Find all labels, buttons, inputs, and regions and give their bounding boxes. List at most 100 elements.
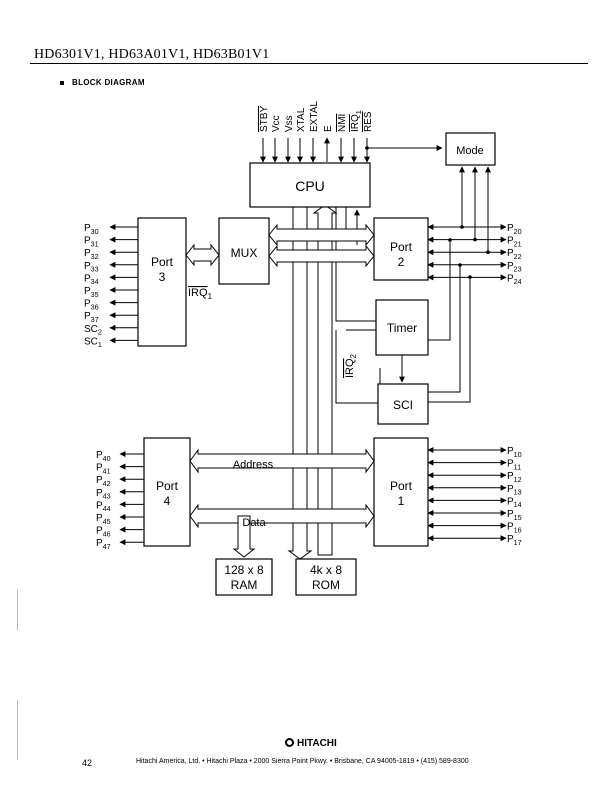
port2-label: Port [390, 240, 413, 254]
port3-label: Port [151, 255, 174, 269]
port2-pin-label: P21 [507, 236, 522, 249]
ram-label: RAM [231, 578, 258, 592]
port1-block [373, 437, 429, 547]
bullet-icon [60, 80, 64, 85]
port3-pin-label: P30 [84, 223, 99, 236]
data-bus [189, 503, 375, 529]
port3-pin-label: P36 [84, 299, 99, 312]
cpu-timer-line [335, 207, 376, 322]
port4-block [143, 437, 191, 547]
section-heading-text: BLOCK DIAGRAM [72, 78, 145, 87]
port4-pin-label: P44 [96, 500, 111, 513]
ram-block [215, 558, 273, 596]
port3-pin-label: SC1 [84, 336, 102, 349]
sci-label: SCI [393, 398, 413, 412]
port1-pin-label: P11 [507, 459, 521, 472]
ram-label-size: 128 x 8 [224, 563, 264, 577]
port1-label: Port [390, 479, 413, 493]
port3-pin-label: P33 [84, 261, 99, 274]
port3-pin-label: P35 [84, 286, 99, 299]
cpu-address-bus [287, 206, 313, 560]
port4-pin-label: P40 [96, 450, 111, 463]
port1-pin-label: P15 [507, 509, 522, 522]
port3-block [137, 217, 187, 347]
port2-pin-label: P24 [507, 273, 522, 286]
mode-label: Mode [456, 145, 484, 157]
port3-pin-label: SC2 [84, 324, 102, 337]
port2-pin-label: P20 [507, 223, 522, 236]
signal-label-extal: EXTAL [309, 101, 320, 132]
junction-dot [458, 263, 462, 267]
footer-brand: HITACHI [297, 738, 337, 749]
signal-label-stby: STBY [259, 106, 270, 132]
signal-label-xtal: XTAL [296, 107, 307, 132]
footer-logo: HITACHI [285, 738, 337, 749]
junction-dot [473, 237, 477, 242]
irq1-label: IRQ1 [188, 287, 213, 301]
port3-mux-bus [185, 243, 220, 267]
port2-sci-link [428, 265, 461, 393]
page-number: 42 [82, 758, 93, 768]
mux-label: MUX [231, 246, 258, 260]
section-heading: BLOCK DIAGRAM [60, 78, 145, 87]
signal-label-vss: Vss [284, 115, 295, 132]
port3-pin-label: P32 [84, 248, 99, 261]
address-bus [189, 448, 375, 474]
junction-dot [448, 238, 452, 242]
title-rule [30, 63, 588, 64]
data-bus-label: Data [242, 517, 266, 529]
rom-label: ROM [312, 578, 340, 592]
port4-pin-label: P47 [96, 538, 111, 551]
signal-label-irq: IRQ1 [350, 110, 363, 132]
mode-block [445, 132, 496, 166]
signal-label-e: E [323, 125, 334, 132]
blocks [137, 132, 496, 596]
port1-pin-label: P14 [507, 496, 522, 509]
port4-pin-label: P43 [96, 488, 111, 501]
port2-pin-label: P23 [507, 261, 522, 274]
port1-pin-label: P12 [507, 471, 522, 484]
port4-pin-label: P46 [96, 526, 111, 539]
margin-mark [17, 700, 18, 760]
port2-pin-label: P22 [507, 248, 522, 261]
port1-pin-label: P13 [507, 484, 522, 497]
port2-sci-link2 [428, 277, 471, 403]
port4-pin-label: P41 [96, 463, 111, 476]
cpu-label: CPU [295, 178, 325, 194]
port3-pin-label: P31 [84, 236, 99, 249]
signal-label-vcc: Vcc [271, 115, 282, 132]
junction-dot [486, 250, 490, 254]
port3-label-num: 3 [159, 270, 166, 284]
footer-address: Hitachi America, Ltd. • Hitachi Plaza • … [136, 758, 469, 765]
port2-block [373, 217, 429, 281]
port4-label-num: 4 [164, 494, 171, 508]
port1-pin-label: P17 [507, 534, 522, 547]
port4-label: Port [156, 479, 179, 493]
port3-pin-label: P37 [84, 311, 99, 324]
port4-pin-label: P42 [96, 475, 111, 488]
rom-label-size: 4k x 8 [310, 563, 342, 577]
signal-label-nmi: NMI [337, 114, 348, 132]
port2-label-num: 2 [398, 255, 405, 269]
port3-pin-label: P34 [84, 273, 99, 286]
timer-label: Timer [387, 321, 417, 335]
junction-dot [468, 275, 472, 279]
margin-mark [17, 590, 18, 630]
port2-timer-link [428, 240, 451, 341]
rom-block [295, 558, 357, 596]
signal-label-res: RES [363, 111, 374, 132]
junction-dot [460, 225, 464, 229]
cpu-block [249, 162, 371, 208]
ram-data-bus [232, 515, 256, 558]
port1-pin-label: P16 [507, 522, 522, 535]
irq2-label: IRQ2 [344, 354, 358, 378]
sci-block [377, 383, 429, 425]
port1-label-num: 1 [398, 494, 405, 508]
page-title: HD6301V1, HD63A01V1, HD63B01V1 [34, 47, 270, 62]
buses [185, 204, 375, 560]
port1-pin-label: P10 [507, 446, 522, 459]
wires [109, 137, 507, 546]
cpu-sci-line [335, 330, 378, 404]
